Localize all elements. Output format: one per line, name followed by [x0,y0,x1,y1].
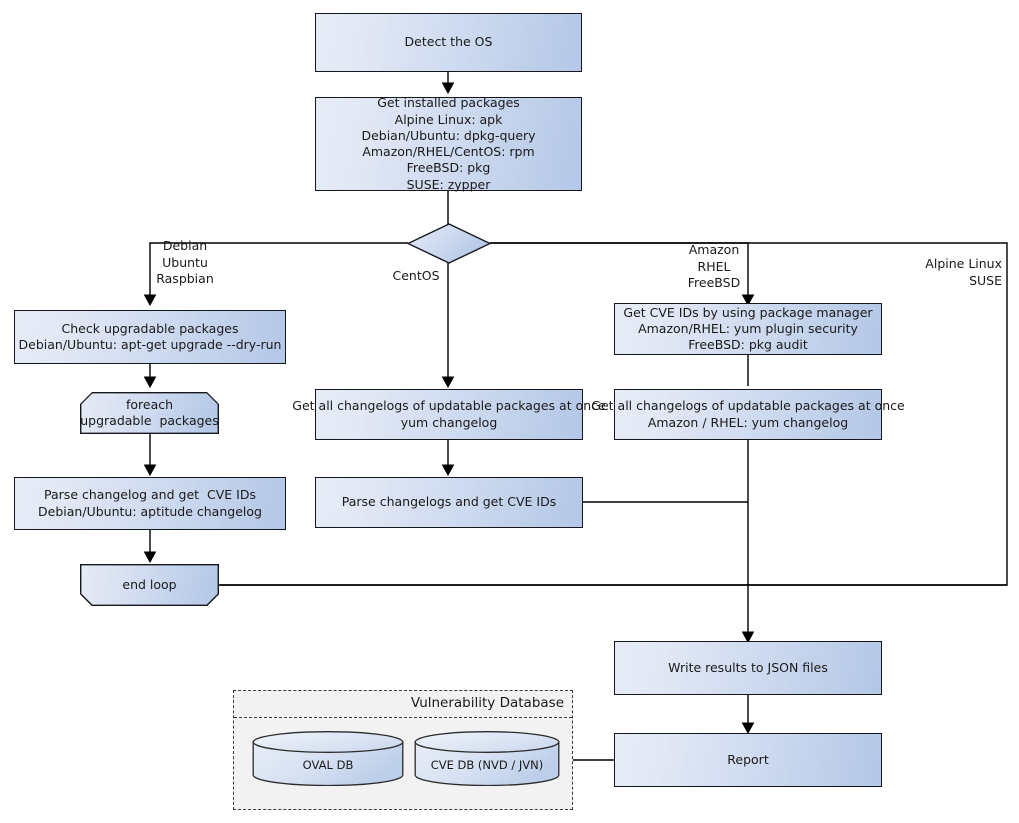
group-header-divider [234,717,572,718]
edge-label-debian: Debian Ubuntu Raspbian [156,238,214,286]
node-changelogs-amazon[interactable]: Get all changelogs of updatable packages… [591,389,905,440]
node-get-cve-ids-pkgmgr[interactable]: Get CVE IDs by using package manager Ama… [614,303,882,355]
node-parse-changelogs-centos[interactable]: Parse changelogs and get CVE IDs [315,477,583,528]
node-check-upgradable[interactable]: Check upgradable packages Debian/Ubuntu:… [14,310,286,364]
cylinder-icon [252,731,404,787]
node-write-json[interactable]: Write results to JSON files [614,641,882,695]
end-loop-shape-outline [79,563,220,606]
node-detect-os-label: Detect the OS [404,34,493,50]
vulnerability-database-group: Vulnerability Database O [233,690,573,810]
node-end-loop-label: end loop [122,576,177,592]
db-store-oval[interactable]: OVAL DB [252,731,404,787]
node-detect-os[interactable]: Detect the OS [315,13,582,72]
edge-label-centos: CentOS [392,268,440,283]
db-store-cve[interactable]: CVE DB (NVD / JVN) [414,731,560,787]
decision-diamond-shape [406,223,492,264]
node-get-cve-ids-pkgmgr-label: Get CVE IDs by using package manager Ama… [623,304,873,353]
node-write-json-label: Write results to JSON files [668,659,828,675]
node-get-installed-packages[interactable]: Get installed packages Alpine Linux: apk… [315,95,582,192]
node-parse-changelog-debian-label: Parse changelog and get CVE IDs Debian/U… [38,487,262,519]
node-changelogs-amazon-label: Get all changelogs of updatable packages… [591,398,905,430]
node-report[interactable]: Report [614,733,882,787]
node-check-upgradable-label: Check upgradable packages Debian/Ubuntu:… [18,320,282,352]
edge-label-amazon: Amazon RHEL FreeBSD [687,242,741,290]
node-get-installed-packages-label: Get installed packages Alpine Linux: apk… [361,95,536,192]
node-parse-changelog-debian[interactable]: Parse changelog and get CVE IDs Debian/U… [14,477,286,530]
edge-label-alpine: Alpine Linux SUSE [925,256,1002,288]
node-os-decision[interactable] [406,223,492,264]
cylinder-icon [414,731,560,787]
foreach-shape-outline [80,392,219,434]
node-foreach-loop[interactable]: foreach upgradable packages [80,392,219,434]
end-loop-shape-fill [80,564,219,606]
db-store-oval-label: OVAL DB [302,758,354,772]
db-store-cve-label: CVE DB (NVD / JVN) [430,758,544,772]
node-end-loop[interactable]: end loop [79,563,220,606]
node-parse-changelogs-centos-label: Parse changelogs and get CVE IDs [341,494,557,510]
node-report-label: Report [727,751,769,767]
node-foreach-loop-label: foreach upgradable packages [80,396,219,428]
node-changelogs-centos[interactable]: Get all changelogs of updatable packages… [292,389,606,440]
vulnerability-database-title: Vulnerability Database [410,695,564,711]
foreach-shape-fill [80,392,219,434]
node-changelogs-centos-label: Get all changelogs of updatable packages… [292,398,606,430]
